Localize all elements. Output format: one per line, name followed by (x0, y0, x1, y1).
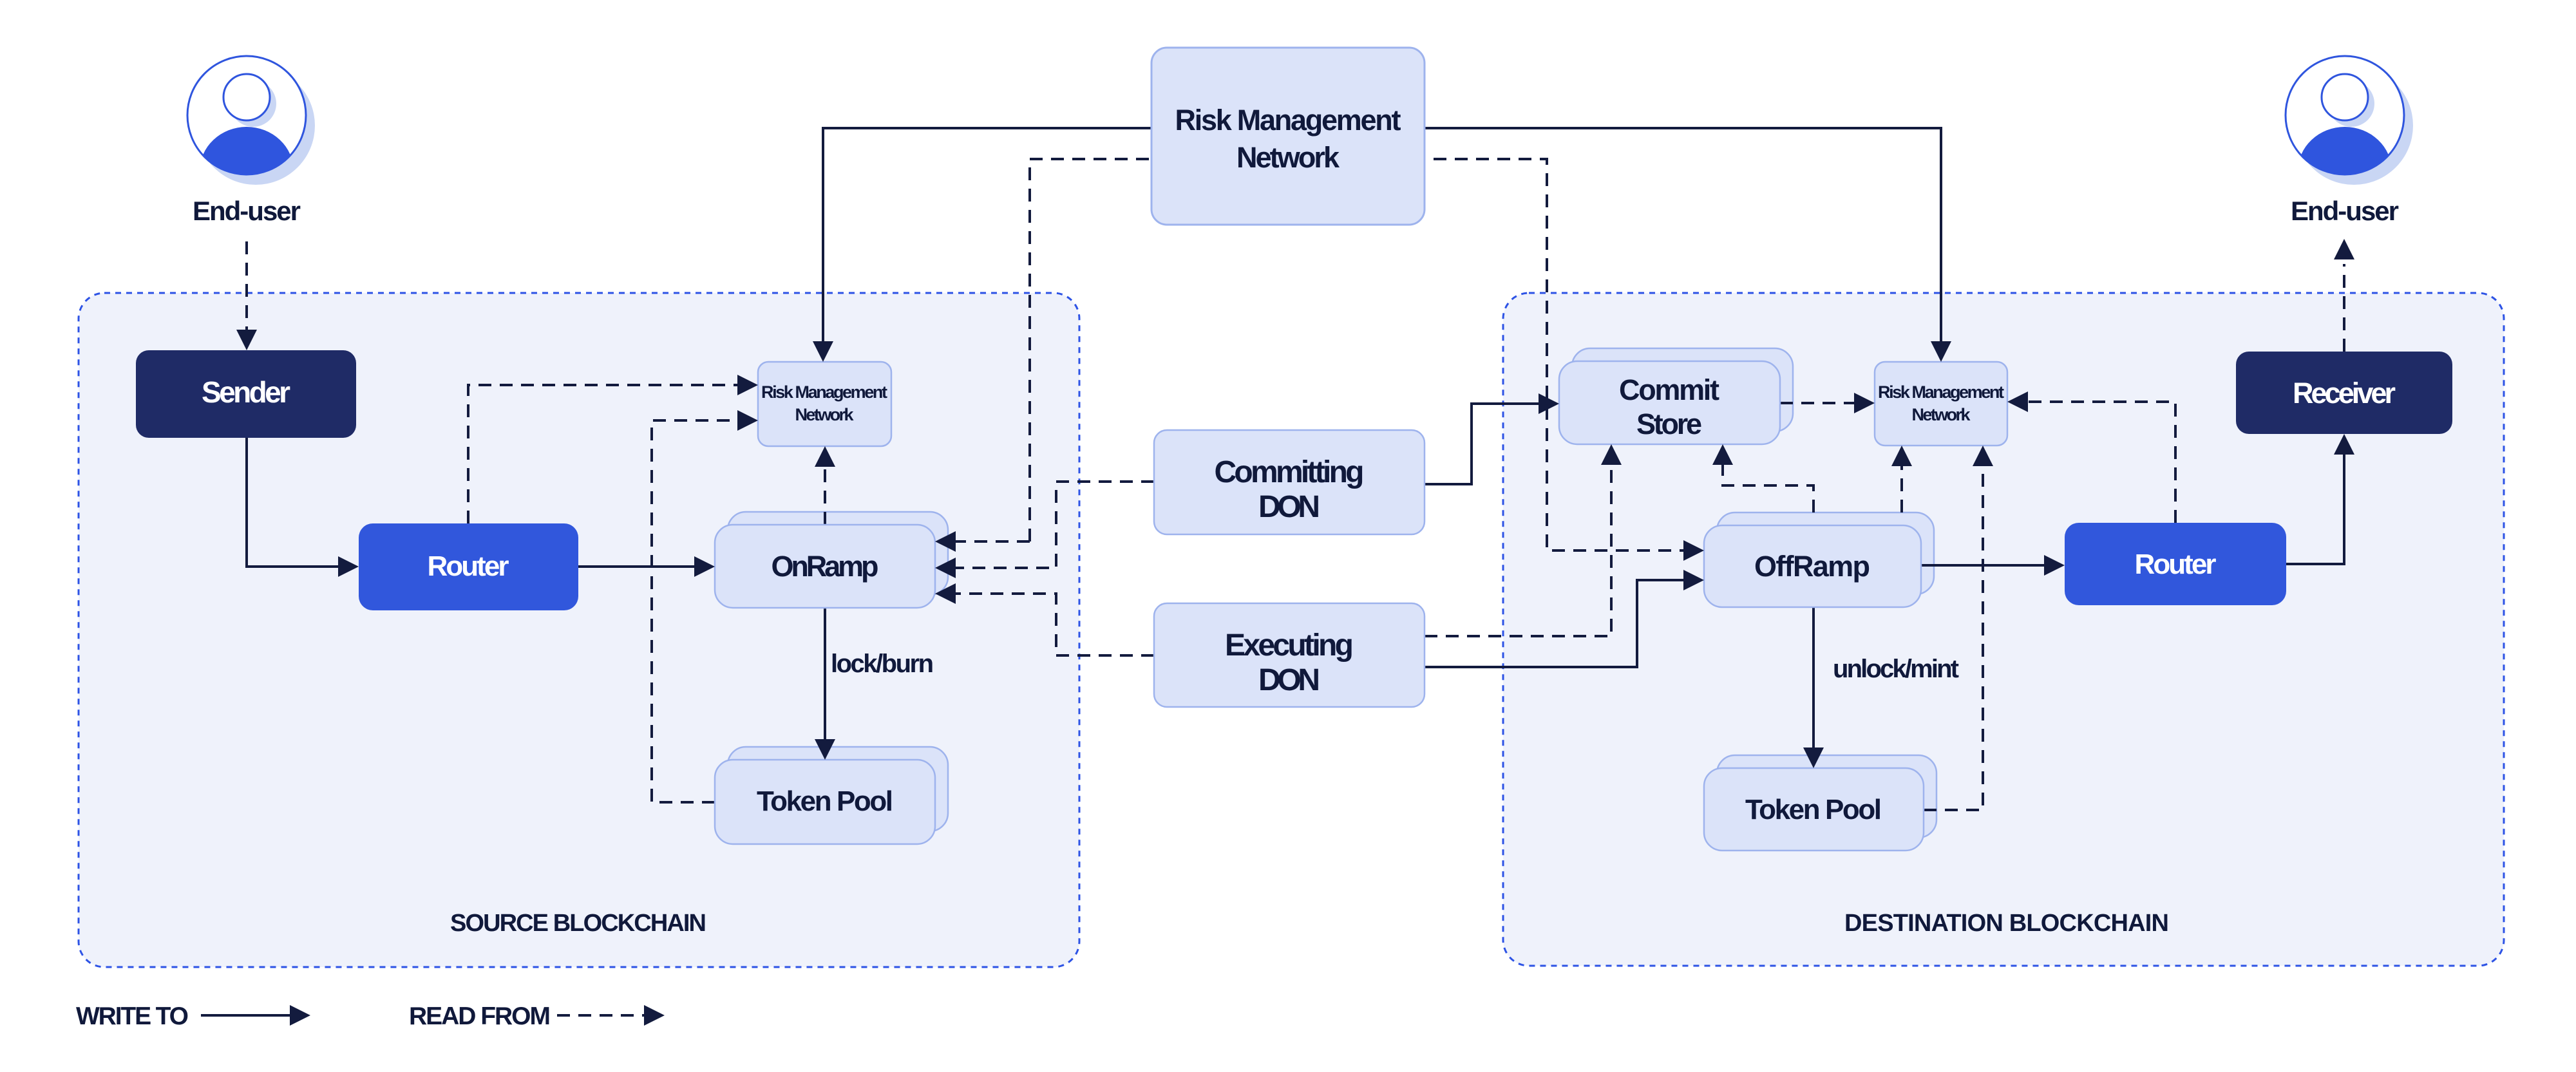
svg-text:Executing: Executing (1225, 628, 1354, 663)
svg-text:Token Pool: Token Pool (757, 785, 893, 817)
svg-text:End-user: End-user (2291, 196, 2399, 226)
svg-text:Router: Router (428, 550, 509, 582)
svg-text:End-user: End-user (193, 196, 301, 226)
svg-text:Risk Management: Risk Management (1175, 104, 1401, 136)
svg-text:Risk Management: Risk Management (761, 382, 887, 402)
svg-text:lock/burn: lock/burn (831, 650, 934, 678)
svg-text:Router: Router (2135, 549, 2217, 580)
svg-text:WRITE TO: WRITE TO (76, 1002, 189, 1030)
svg-text:OnRamp: OnRamp (772, 550, 879, 583)
svg-text:READ FROM: READ FROM (409, 1002, 551, 1030)
svg-text:Committing: Committing (1215, 455, 1365, 489)
svg-text:unlock/mint: unlock/mint (1833, 655, 1959, 683)
svg-text:DESTINATION BLOCKCHAIN: DESTINATION BLOCKCHAIN (1844, 910, 2169, 937)
svg-text:DON: DON (1258, 490, 1320, 524)
svg-text:Receiver: Receiver (2293, 377, 2396, 409)
svg-text:Network: Network (1912, 405, 1971, 424)
svg-text:Commit: Commit (1619, 373, 1719, 406)
svg-text:Sender: Sender (202, 375, 290, 409)
svg-text:Store: Store (1636, 408, 1702, 440)
svg-text:Token Pool: Token Pool (1745, 794, 1882, 825)
svg-text:Network: Network (1236, 141, 1340, 174)
svg-text:Network: Network (795, 405, 855, 424)
svg-text:Risk Management: Risk Management (1878, 382, 2004, 402)
svg-text:SOURCE BLOCKCHAIN: SOURCE BLOCKCHAIN (450, 910, 706, 937)
svg-text:OffRamp: OffRamp (1754, 550, 1870, 583)
svg-text:DON: DON (1258, 663, 1320, 697)
